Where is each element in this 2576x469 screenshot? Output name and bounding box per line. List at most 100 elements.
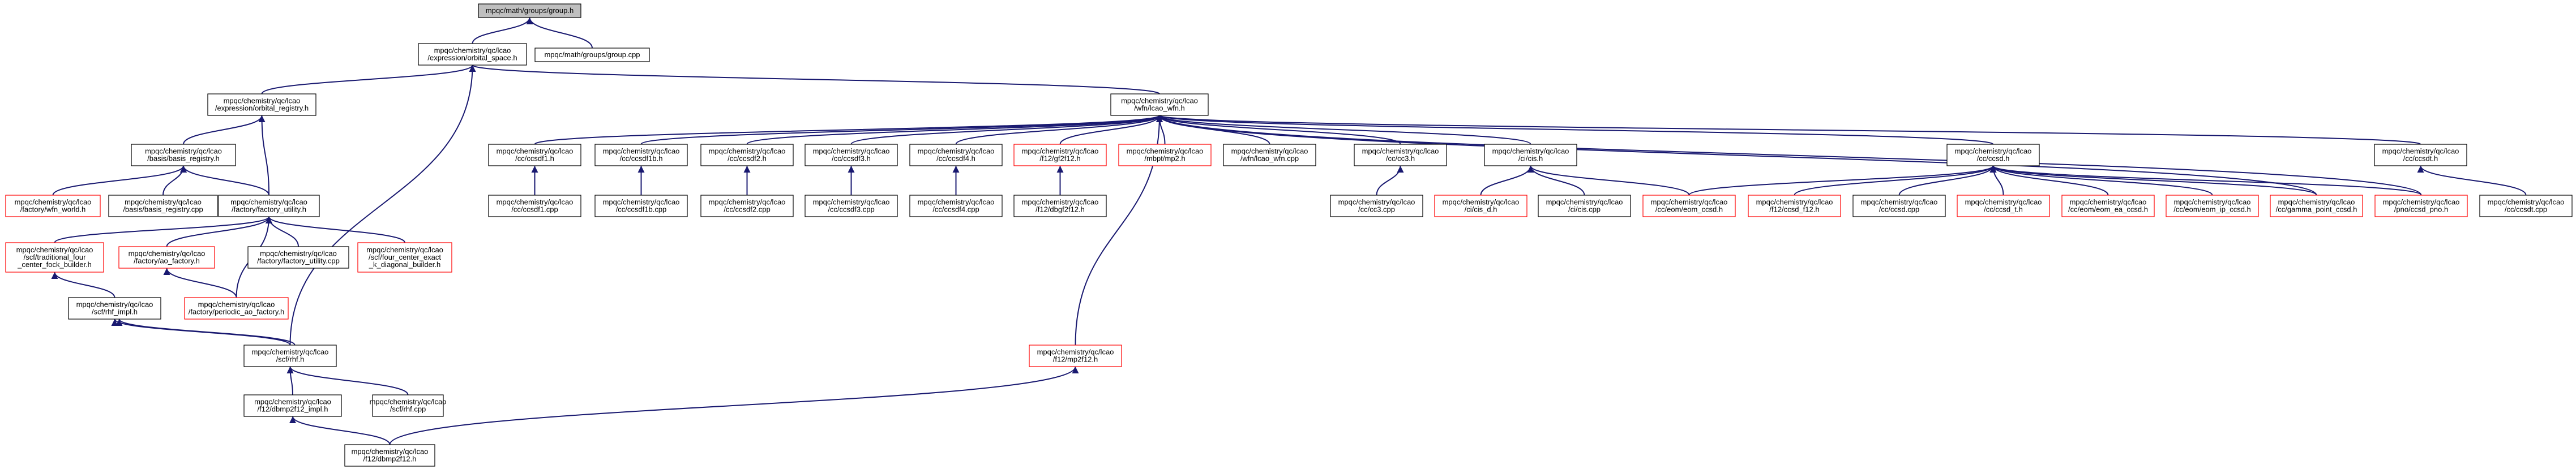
node-label-line: /basis/basis_registry.h [147, 154, 220, 163]
graph-node-n25[interactable]: mpqc/chemistry/qc/lcao/cc/ccsdf3.h [805, 144, 898, 166]
node-box [1118, 144, 1212, 166]
node-label-line: mpqc/math/groups/group.h [486, 6, 574, 15]
graph-node-n46[interactable]: mpqc/chemistry/qc/lcao/cc/gamma_point_cc… [2270, 195, 2363, 217]
graph-node-n27[interactable]: mpqc/chemistry/qc/lcao/cc/ccsdf4.h [909, 144, 1003, 166]
graph-edge [266, 216, 405, 243]
node-label-line: /cc/eom/eom_ccsd.h [1655, 205, 1723, 214]
graph-node-n7[interactable]: mpqc/chemistry/qc/lcao/basis/basis_regis… [108, 195, 218, 217]
graph-node-n10[interactable]: mpqc/chemistry/qc/lcao/factory/ao_factor… [118, 246, 215, 269]
graph-node-n31[interactable]: mpqc/chemistry/qc/lcao/mbpt/mp2.h [1118, 144, 1212, 166]
node-box [805, 144, 898, 166]
graph-node-n38[interactable]: mpqc/chemistry/qc/lcao/ci/cis.cpp [1538, 195, 1631, 217]
graph-node-n47[interactable]: mpqc/chemistry/qc/lcao/pno/ccsd_pno.h [2374, 195, 2468, 217]
node-box [243, 394, 342, 417]
graph-node-n18[interactable]: mpqc/chemistry/qc/lcao/f12/dbmp2f12.h [344, 444, 435, 467]
node-label-line: /cc/cc3.h [1386, 154, 1415, 163]
node-box [1029, 345, 1122, 367]
graph-node-n12[interactable]: mpqc/chemistry/qc/lcao/scf/four_center_e… [357, 242, 452, 273]
graph-node-n14[interactable]: mpqc/chemistry/qc/lcao/factory/periodic_… [184, 297, 289, 320]
graph-node-n49[interactable]: mpqc/chemistry/qc/lcao/cc/ccsdt.cpp [2479, 195, 2573, 217]
graph-node-n45[interactable]: mpqc/chemistry/qc/lcao/cc/eom/eom_ip_ccs… [2166, 195, 2259, 217]
graph-edge [1989, 165, 2422, 196]
graph-node-n23[interactable]: mpqc/chemistry/qc/lcao/cc/ccsdf2.h [700, 144, 794, 166]
node-label-line: /f12/dbmp2f12_impl.h [257, 405, 328, 414]
node-box [118, 246, 215, 269]
graph-node-n29[interactable]: mpqc/chemistry/qc/lcao/f12/gf2f12.h [1013, 144, 1107, 166]
graph-node-n11[interactable]: mpqc/chemistry/qc/lcao/factory/factory_u… [247, 246, 349, 269]
graph-node-n6[interactable]: mpqc/chemistry/qc/lcao/factory/wfn_world… [5, 195, 101, 217]
node-label-line: /cc/cc3.cpp [1358, 205, 1395, 214]
node-box [909, 144, 1003, 166]
graph-edge [286, 366, 409, 395]
graph-edge [472, 17, 533, 44]
graph-node-n41[interactable]: mpqc/chemistry/qc/lcao/f12/ccsd_f12.h [1748, 195, 1841, 217]
graph-edge [286, 366, 294, 395]
graph-node-n17[interactable]: mpqc/chemistry/qc/lcao/scf/rhf.cpp [370, 394, 447, 417]
graph-node-n5[interactable]: mpqc/chemistry/qc/lcao/basis/basis_regis… [131, 144, 236, 166]
graph-node-n36[interactable]: mpqc/chemistry/qc/lcao/ci/cis.h [1484, 144, 1577, 166]
graph-node-n24[interactable]: mpqc/chemistry/qc/lcao/cc/ccsdf2.cpp [700, 195, 794, 217]
node-label-line: /factory/factory_utility.h [232, 205, 306, 214]
graph-node-n0[interactable]: mpqc/math/groups/group.h [478, 3, 581, 18]
graph-node-n33[interactable]: mpqc/chemistry/qc/lcao/f12/mp2f12.h [1029, 345, 1122, 367]
graph-node-n1[interactable]: mpqc/chemistry/qc/lcao/expression/orbita… [418, 43, 527, 66]
graph-node-n44[interactable]: mpqc/chemistry/qc/lcao/cc/eom/eom_ea_ccs… [2061, 195, 2155, 217]
node-label-line: mpqc/chemistry/qc/lcao [1756, 198, 1833, 206]
graph-node-n42[interactable]: mpqc/chemistry/qc/lcao/cc/ccsd.cpp [1852, 195, 1946, 217]
node-label-line: mpqc/chemistry/qc/lcao [370, 398, 447, 406]
graph-node-n15[interactable]: mpqc/chemistry/qc/lcao/scf/rhf.h [243, 345, 337, 367]
node-label-line: mpqc/chemistry/qc/lcao [230, 198, 307, 206]
graph-edge [258, 115, 269, 196]
graph-node-n22[interactable]: mpqc/chemistry/qc/lcao/cc/ccsdf1b.cpp [594, 195, 688, 217]
graph-node-n16[interactable]: mpqc/chemistry/qc/lcao/f12/dbmp2f12_impl… [243, 394, 342, 417]
node-label-line: mpqc/chemistry/qc/lcao [1121, 97, 1198, 105]
graph-node-n30[interactable]: mpqc/chemistry/qc/lcao/f12/dbgf2f12.h [1013, 195, 1107, 217]
node-box [700, 144, 794, 166]
graph-edge [1898, 165, 1997, 196]
graph-node-n26[interactable]: mpqc/chemistry/qc/lcao/cc/ccsdf3.cpp [805, 195, 898, 217]
graph-node-n40[interactable]: mpqc/chemistry/qc/lcao/cc/ccsd.h [1946, 144, 2040, 166]
graph-edge [955, 115, 1163, 145]
graph-edge [1688, 165, 1997, 196]
node-label-line: mpqc/chemistry/qc/lcao [1022, 147, 1099, 156]
node-label-line: /mbpt/mp2.h [1144, 154, 1185, 163]
graph-edge [534, 115, 1163, 145]
graph-node-n21[interactable]: mpqc/chemistry/qc/lcao/cc/ccsdf1b.h [594, 144, 688, 166]
graph-node-n9[interactable]: mpqc/chemistry/qc/lcao/scf/traditional_f… [5, 242, 104, 273]
graph-edge [183, 115, 266, 145]
graph-node-n8[interactable]: mpqc/chemistry/qc/lcao/factory/factory_u… [218, 195, 320, 217]
node-label-line: mpqc/chemistry/qc/lcao [813, 198, 890, 206]
graph-node-n3[interactable]: mpqc/chemistry/qc/lcao/expression/orbita… [207, 93, 316, 116]
graph-node-n2[interactable]: mpqc/math/groups/group.cpp [534, 48, 650, 62]
graph-node-n34[interactable]: mpqc/chemistry/qc/lcao/cc/cc3.h [1354, 144, 1447, 166]
graph-node-n35[interactable]: mpqc/chemistry/qc/lcao/cc/cc3.cpp [1330, 195, 1423, 217]
graph-node-n43[interactable]: mpqc/chemistry/qc/lcao/cc/ccsd_t.h [1957, 195, 2050, 217]
graph-node-n20[interactable]: mpqc/chemistry/qc/lcao/cc/ccsdf1.cpp [488, 195, 581, 217]
graph-node-n19[interactable]: mpqc/chemistry/qc/lcao/cc/ccsdf1.h [488, 144, 581, 166]
graph-node-n28[interactable]: mpqc/chemistry/qc/lcao/cc/ccsdf4.cpp [909, 195, 1003, 217]
node-label-line: /basis/basis_registry.cpp [123, 205, 203, 214]
node-box [1538, 195, 1631, 217]
node-label-line: mpqc/chemistry/qc/lcao [1037, 348, 1114, 356]
node-label-line: mpqc/chemistry/qc/lcao [1861, 198, 1938, 206]
node-label-line: _center_fock_builder.h [17, 260, 92, 269]
node-label-line: /f12/mp2f12.h [1053, 355, 1098, 364]
node-box [1748, 195, 1841, 217]
graph-edge [1794, 165, 1997, 196]
graph-node-n39[interactable]: mpqc/chemistry/qc/lcao/cc/eom/eom_ccsd.h [1642, 195, 1736, 217]
node-label-line: /f12/gf2f12.h [1039, 154, 1080, 163]
graph-edge [1527, 165, 1690, 196]
graph-node-n37[interactable]: mpqc/chemistry/qc/lcao/ci/cis_d.h [1434, 195, 1527, 217]
graph-node-n4[interactable]: mpqc/chemistry/qc/lcao/wfn/lcao_wfn.h [1110, 93, 1209, 116]
node-label-line: mpqc/chemistry/qc/lcao [224, 97, 301, 105]
node-box [2374, 144, 2467, 166]
node-box [1110, 93, 1209, 116]
graph-edge [640, 115, 1163, 145]
node-box [1946, 144, 2040, 166]
graph-node-n48[interactable]: mpqc/chemistry/qc/lcao/cc/ccsdt.h [2374, 144, 2467, 166]
graph-node-n13[interactable]: mpqc/chemistry/qc/lcao/scf/rhf_impl.h [68, 297, 161, 320]
graph-edge [166, 216, 272, 247]
graph-node-n32[interactable]: mpqc/chemistry/qc/lcao/wfn/lcao_wfn.cpp [1223, 144, 1316, 166]
graph-edge [746, 115, 1163, 145]
